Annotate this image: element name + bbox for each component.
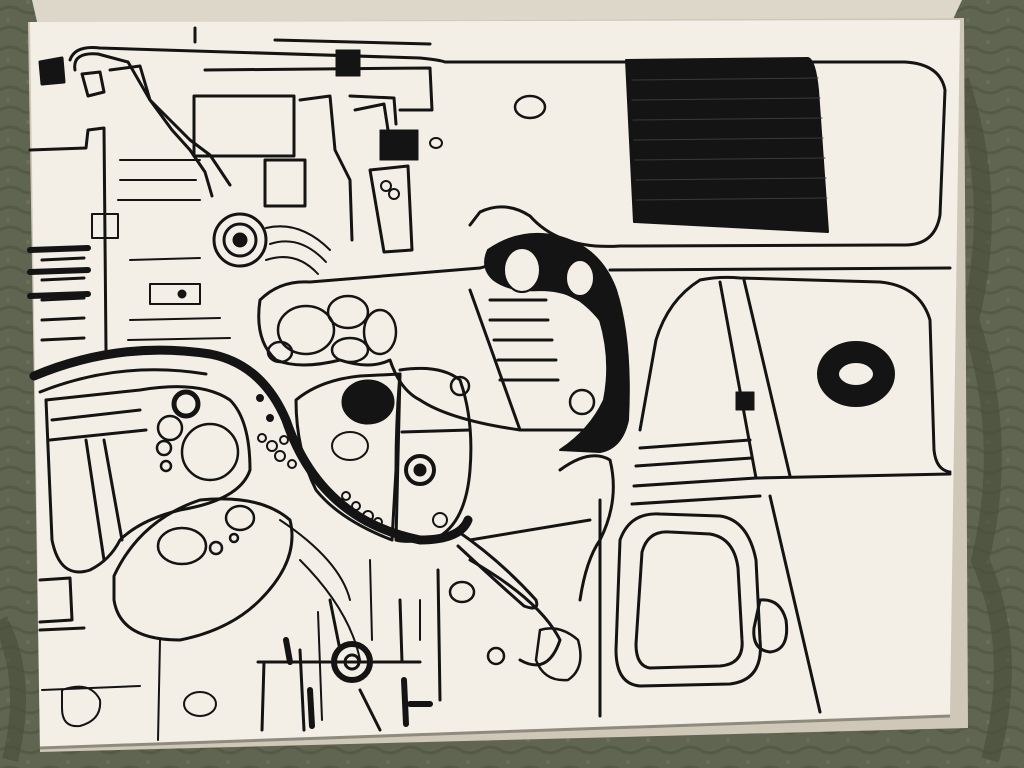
right-blob — [752, 598, 789, 654]
rooftop-lines — [203, 38, 434, 126]
lower-lobe — [112, 497, 294, 642]
black-filled-square — [625, 57, 829, 233]
lobe-bubbles — [156, 504, 256, 566]
bottom-thin-lines — [279, 519, 421, 721]
left-strip-outline — [28, 126, 108, 352]
left-thick-bars — [27, 245, 91, 299]
hatched-lines — [630, 438, 762, 506]
bottom-thick-bars — [283, 637, 433, 729]
thick-small-ring — [171, 389, 201, 419]
blob-hole — [565, 259, 595, 297]
bottom-verticals — [256, 568, 442, 732]
cell-bubbles — [266, 294, 398, 364]
river-shadow — [38, 368, 208, 394]
left-dot — [177, 289, 187, 299]
window-block — [192, 94, 296, 158]
top-left-stack — [73, 52, 214, 198]
page-bottom-edge — [39, 714, 951, 750]
dark-tile — [379, 129, 419, 161]
tower — [298, 94, 414, 254]
black-oval — [341, 379, 395, 425]
flow-curve — [558, 454, 615, 602]
small-oval — [513, 94, 547, 120]
small-window — [263, 158, 307, 208]
thick-ring — [817, 341, 895, 407]
lower-left-panel — [44, 385, 252, 574]
black-block — [335, 49, 361, 77]
ring — [568, 388, 596, 416]
column-stripes — [468, 288, 560, 432]
panel-divider — [394, 372, 472, 542]
fabric-fold — [0, 616, 26, 762]
double-rounded-frame — [614, 512, 762, 688]
lower-left-corner-line — [38, 576, 86, 632]
river-dots — [256, 394, 383, 527]
blob-hole — [503, 247, 541, 293]
lower-right-grid — [598, 472, 952, 718]
ink-drawing — [27, 26, 952, 741]
target-ring — [404, 454, 436, 486]
top-left-block — [38, 56, 66, 86]
center-panel-right — [394, 366, 473, 543]
center-panel — [294, 372, 402, 542]
target-core — [413, 463, 427, 477]
small-black-mark — [735, 391, 755, 411]
tiny-circle — [429, 137, 443, 149]
bottom-left-blob — [183, 691, 217, 717]
tower-dot — [388, 188, 400, 200]
tower-dot — [380, 180, 392, 192]
bubble-stack — [155, 414, 240, 482]
fabric-fold — [951, 77, 1012, 763]
flow-oval — [486, 646, 506, 666]
top-right-panel-outline — [68, 26, 947, 248]
bottom-target-inner — [343, 653, 361, 671]
right-panel-outline — [608, 266, 952, 480]
bottom-left-thin-lines — [41, 639, 161, 741]
concentric-eye — [212, 212, 268, 268]
ring — [449, 375, 471, 397]
wave-arcs — [265, 225, 331, 275]
square-texture-lines — [631, 77, 828, 201]
flow-blob — [534, 627, 582, 682]
flow-oval — [448, 580, 476, 604]
panel-oval — [331, 431, 369, 461]
panel-ring — [432, 512, 448, 528]
bottom-target — [331, 641, 373, 683]
left-strip-details — [91, 159, 231, 341]
lower-left-stripes — [48, 408, 148, 562]
